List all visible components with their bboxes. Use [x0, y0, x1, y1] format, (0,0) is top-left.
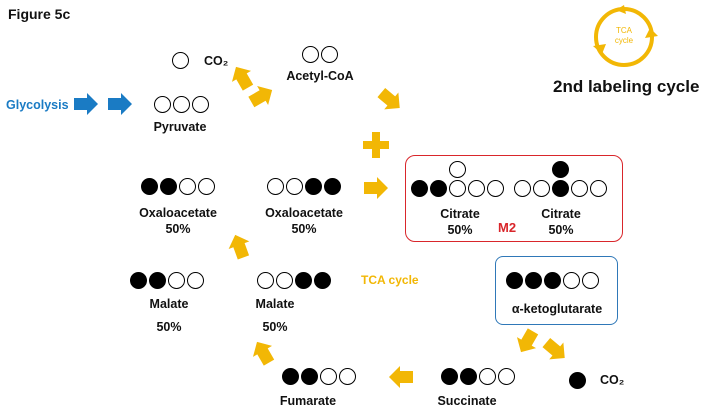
labeled-carbon — [301, 368, 318, 385]
unlabeled-carbon — [321, 46, 338, 63]
molecule-percent: 50% — [165, 222, 191, 236]
molecule-name: CO₂ — [204, 54, 229, 68]
unlabeled-carbon — [168, 272, 185, 289]
unlabeled-carbon — [571, 180, 588, 197]
unlabeled-carbon — [192, 96, 209, 113]
unlabeled-carbon — [267, 178, 284, 195]
labeled-carbon — [569, 372, 586, 389]
molecule-name: α-ketoglutarate — [511, 302, 603, 316]
arrow-acetyl-to-citrate — [374, 84, 407, 117]
labeled-carbon — [130, 272, 147, 289]
molecule-name: Succinate — [437, 394, 497, 408]
labeled-carbon — [411, 180, 428, 197]
molecule-name: Oxaloacetate — [265, 206, 343, 220]
arrow-fumarate-to-malate — [247, 336, 279, 369]
molecule-name: Malate — [149, 297, 189, 311]
unlabeled-carbon — [498, 368, 515, 385]
labeled-carbon — [552, 180, 569, 197]
molecule-name: Acetyl-CoA — [286, 69, 354, 83]
tca-icon-text: TCA cycle — [614, 26, 634, 45]
labeled-carbon — [295, 272, 312, 289]
molecule-name: Malate — [255, 297, 295, 311]
unlabeled-carbon — [487, 180, 504, 197]
glycolysis-arrow-2 — [108, 93, 132, 115]
unlabeled-carbon — [582, 272, 599, 289]
labeled-carbon — [525, 272, 542, 289]
unlabeled-carbon — [514, 180, 531, 197]
unlabeled-carbon — [449, 180, 466, 197]
unlabeled-carbon — [320, 368, 337, 385]
unlabeled-carbon — [468, 180, 485, 197]
plus-icon — [363, 132, 389, 158]
labeled-carbon — [282, 368, 299, 385]
unlabeled-carbon — [449, 161, 466, 178]
unlabeled-carbon — [276, 272, 293, 289]
m2-label: M2 — [498, 220, 517, 235]
diagram-title: 2nd labeling cycle — [553, 77, 700, 96]
molecule-name: CO₂ — [600, 373, 625, 387]
molecule-name: Fumarate — [279, 394, 337, 408]
molecule-name: Oxaloacetate — [139, 206, 217, 220]
labeled-carbon — [441, 368, 458, 385]
m2-box — [405, 155, 623, 242]
labeled-carbon — [506, 272, 523, 289]
labeled-carbon — [324, 178, 341, 195]
unlabeled-carbon — [173, 96, 190, 113]
unlabeled-carbon — [187, 272, 204, 289]
unlabeled-carbon — [590, 180, 607, 197]
unlabeled-carbon — [257, 272, 274, 289]
unlabeled-carbon — [563, 272, 580, 289]
unlabeled-carbon — [179, 178, 196, 195]
tca-cycle-label: TCA cycle — [361, 273, 419, 287]
labeled-carbon — [460, 368, 477, 385]
molecule-percent: 50% — [156, 320, 182, 334]
arrow-oxaloacetate-to-citrate — [364, 177, 388, 199]
labeled-carbon — [141, 178, 158, 195]
labeled-carbon — [430, 180, 447, 197]
unlabeled-carbon — [533, 180, 550, 197]
molecule-percent: 50% — [548, 223, 574, 237]
arrow-malate-to-oxaloacetate — [224, 231, 254, 262]
labeled-carbon — [314, 272, 331, 289]
glycolysis-label: Glycolysis — [6, 98, 69, 112]
figure-label: Figure 5c — [8, 6, 71, 22]
molecule-name: Citrate — [440, 207, 480, 221]
unlabeled-carbon — [154, 96, 171, 113]
molecule-percent: 50% — [262, 320, 288, 334]
akg-box — [495, 256, 618, 325]
molecule-percent: 50% — [291, 222, 317, 236]
molecule-name: Citrate — [541, 207, 581, 221]
labeled-carbon — [160, 178, 177, 195]
unlabeled-carbon — [198, 178, 215, 195]
unlabeled-carbon — [286, 178, 303, 195]
labeled-carbon — [305, 178, 322, 195]
arrow-succinate-to-fumarate — [389, 366, 413, 388]
unlabeled-carbon — [302, 46, 319, 63]
arrow-akg-to-co2 — [539, 334, 572, 367]
unlabeled-carbon — [479, 368, 496, 385]
glycolysis-arrow-1 — [74, 93, 98, 115]
unlabeled-carbon — [339, 368, 356, 385]
labeled-carbon — [149, 272, 166, 289]
unlabeled-carbon — [172, 52, 189, 69]
molecule-name: Pyruvate — [153, 120, 207, 134]
arrow-to-co2 — [226, 61, 258, 94]
arrow-akg-to-succinate — [511, 325, 543, 358]
labeled-carbon — [544, 272, 561, 289]
labeled-carbon — [552, 161, 569, 178]
molecule-percent: 50% — [447, 223, 473, 237]
